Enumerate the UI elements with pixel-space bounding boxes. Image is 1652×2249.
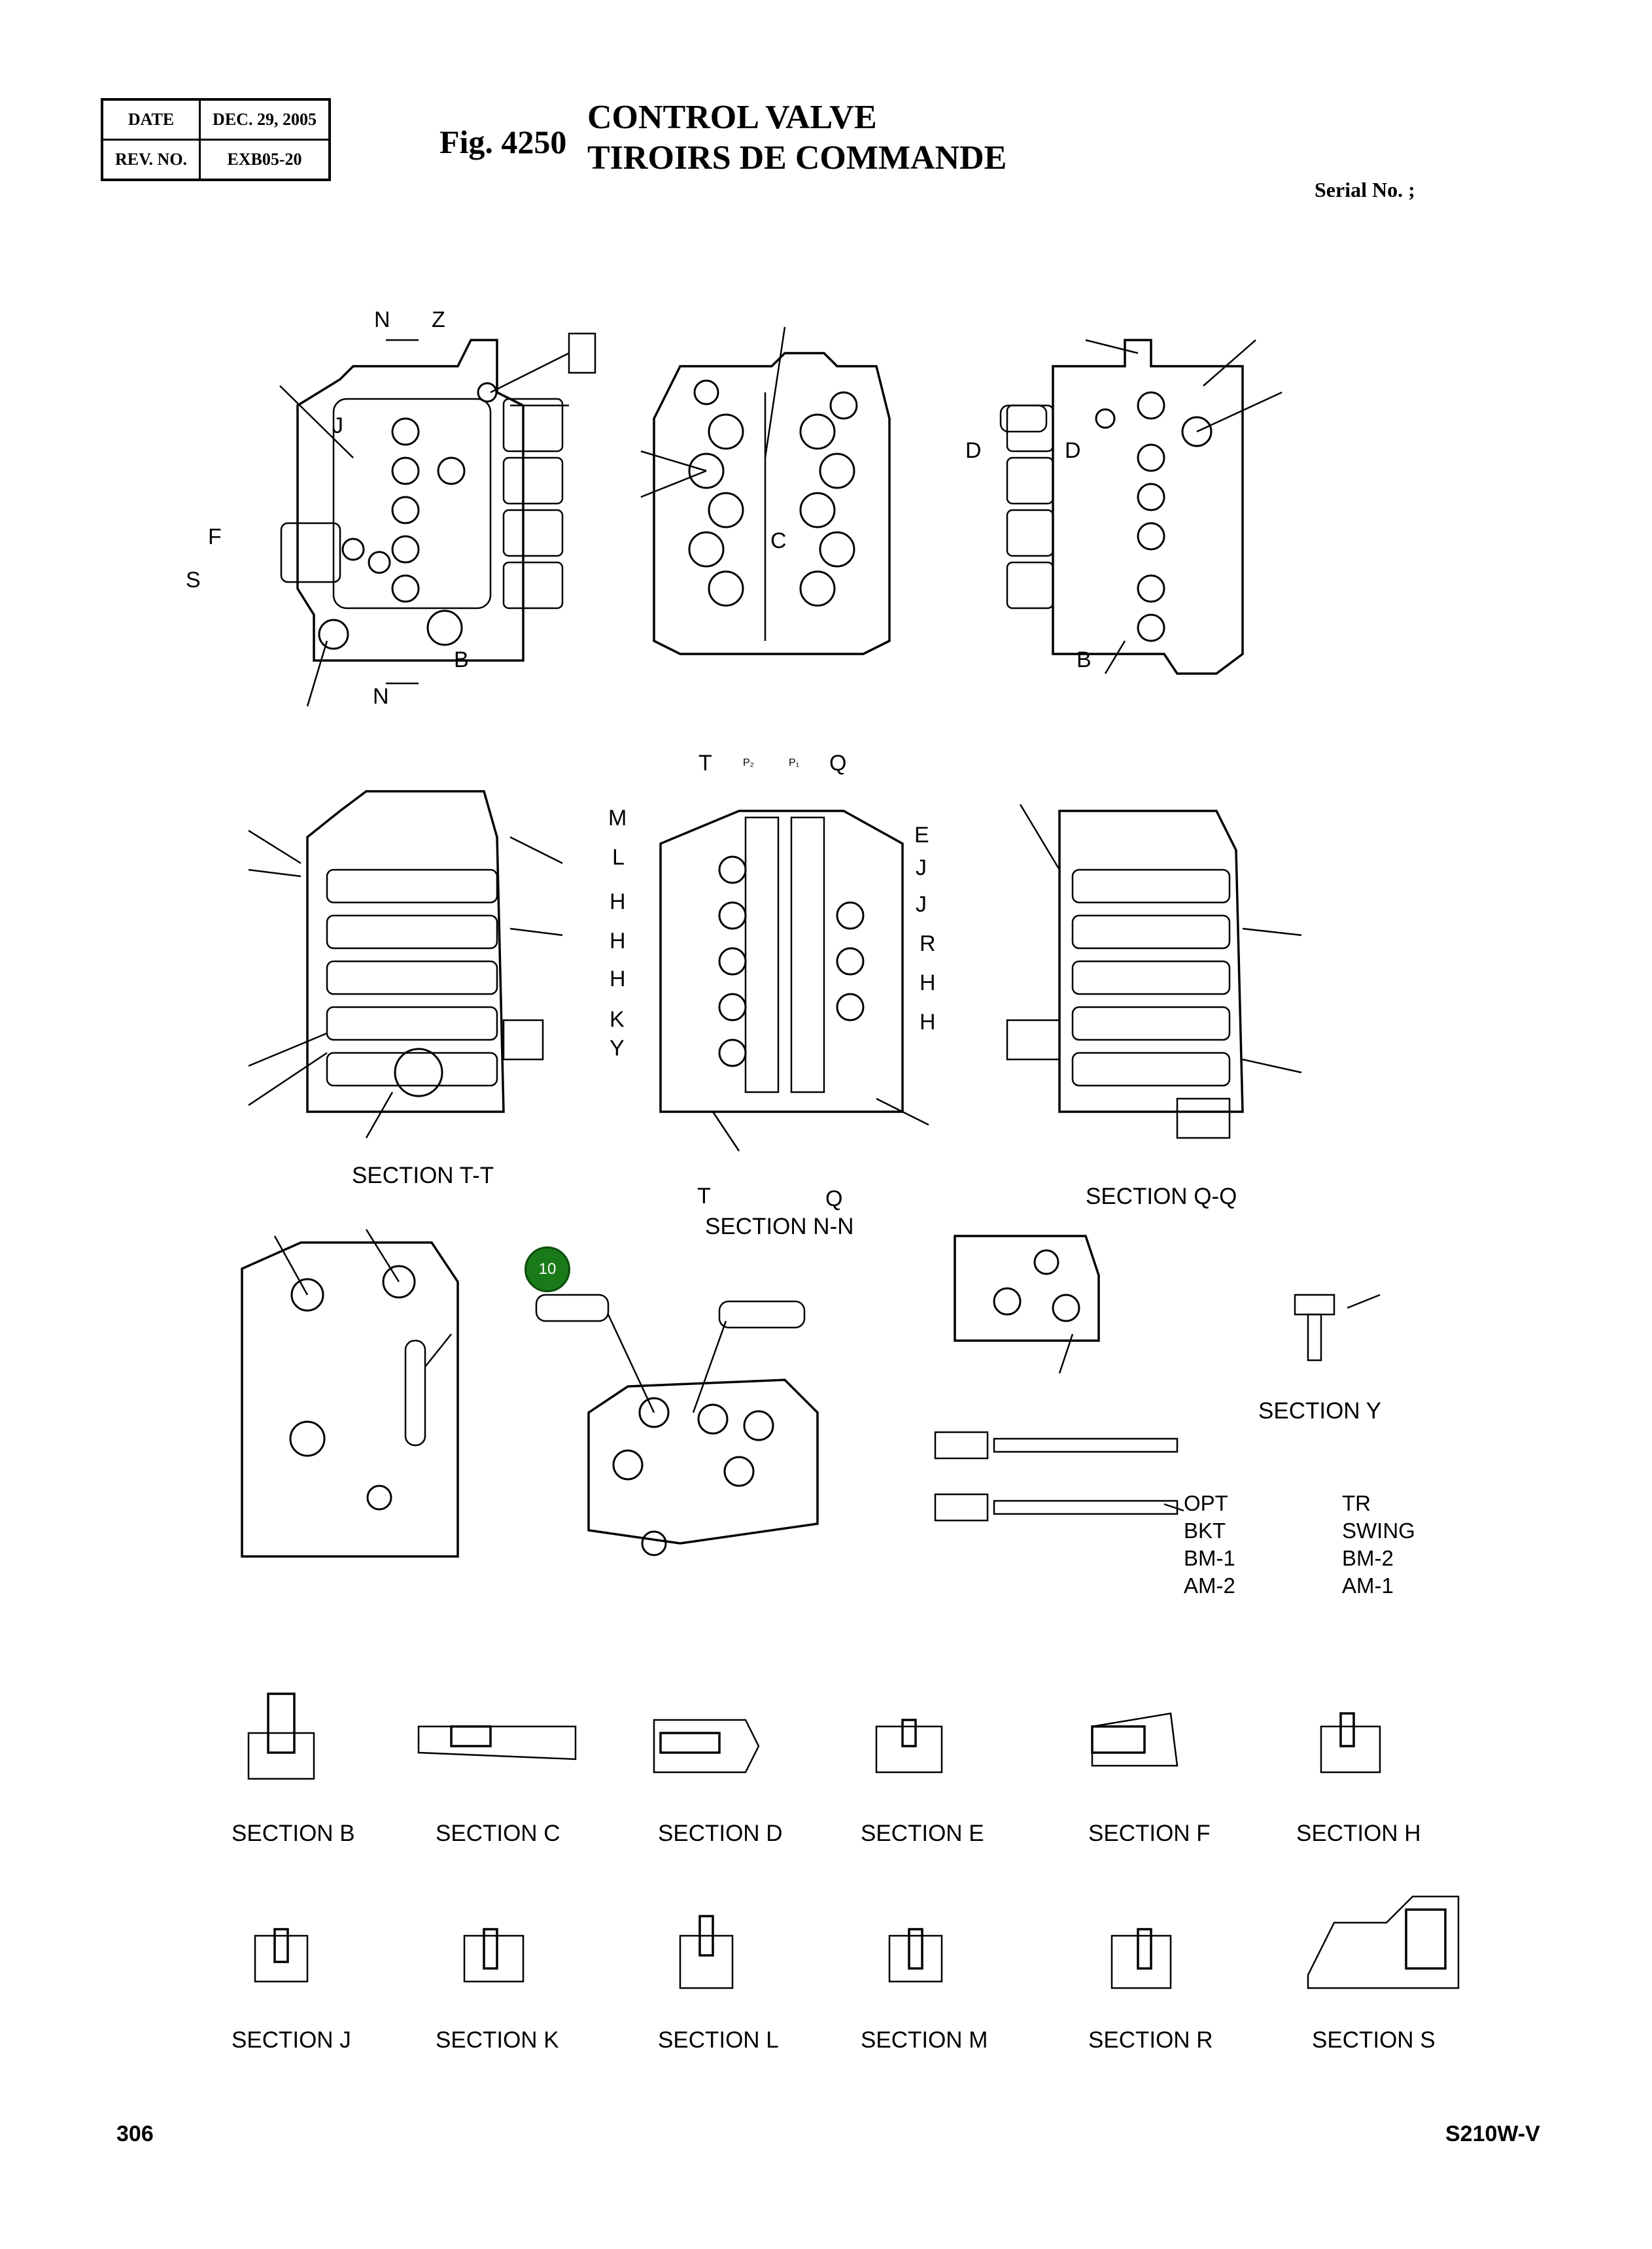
spool-drawings — [934, 1431, 1184, 1522]
small-sections-row-1 — [247, 1692, 1381, 1780]
section-title-j: SECTION J — [232, 2027, 351, 2053]
section-title-b: SECTION B — [232, 1821, 355, 1846]
view-label-c: C — [770, 528, 787, 553]
legend-item: AM-2 — [1184, 1573, 1235, 1598]
spool-legend-left: OPT BKT BM-1 AM-2 — [1184, 1490, 1235, 1600]
view-label-n-bot: N — [373, 684, 389, 709]
section-title-d: SECTION D — [658, 1821, 783, 1846]
valve-top-view-center — [640, 326, 891, 655]
section-title-tt: SECTION T-T — [352, 1163, 494, 1188]
section-qq-drawing — [1006, 804, 1302, 1139]
section-title-l: SECTION L — [658, 2027, 779, 2053]
section-title-nn: SECTION N-N — [705, 1214, 854, 1239]
view-label-b2: B — [1076, 647, 1092, 672]
section-title-h: SECTION H — [1296, 1821, 1421, 1846]
section-title-m: SECTION M — [861, 2027, 988, 2053]
page-number: 306 — [116, 2121, 154, 2146]
date-value: DEC. 29, 2005 — [199, 98, 331, 141]
view-label-j1: J — [916, 855, 927, 880]
view-label-z: Z — [432, 307, 445, 332]
rev-value: EXB05-20 — [199, 139, 331, 181]
section-title-qq: SECTION Q-Q — [1086, 1184, 1237, 1209]
valve-top-view-left — [279, 332, 596, 707]
view-label-j: J — [332, 413, 343, 438]
section-title-k: SECTION K — [436, 2027, 559, 2053]
view-label-d1: D — [965, 438, 982, 463]
section-title-r: SECTION R — [1088, 2027, 1213, 2053]
serial-number: Serial No. ; — [1315, 178, 1415, 201]
section-title-c: SECTION C — [436, 1821, 560, 1846]
rev-label: REV. NO. — [101, 139, 201, 181]
date-label: DATE — [101, 98, 201, 141]
section-y-drawing — [1294, 1294, 1381, 1362]
section-nn-drawing — [659, 810, 929, 1152]
view-label-s: S — [186, 568, 201, 592]
section-title-y: SECTION Y — [1258, 1398, 1382, 1424]
valve-isometric-view — [535, 1294, 819, 1556]
section-tt-drawing — [248, 790, 563, 1139]
legend-item: TR — [1342, 1491, 1371, 1515]
view-label-h5: H — [920, 1010, 936, 1035]
view-label-m: M — [608, 806, 627, 831]
small-sections-row-2 — [254, 1895, 1460, 1989]
figure-title-en: CONTROL VALVE — [587, 99, 877, 136]
figure-number: Fig. 4250 — [439, 124, 567, 160]
legend-item: BKT — [1184, 1519, 1226, 1543]
view-label-l: L — [612, 845, 625, 870]
view-label-y: Y — [610, 1036, 625, 1061]
legend-item: AM-1 — [1342, 1573, 1394, 1598]
view-label-h4: H — [920, 970, 936, 995]
view-label-h2: H — [610, 929, 626, 953]
legend-item: BM-1 — [1184, 1546, 1235, 1570]
view-label-t2: T — [697, 1184, 711, 1209]
legend-item: OPT — [1184, 1491, 1228, 1515]
section-title-f: SECTION F — [1088, 1821, 1211, 1846]
view-label-k: K — [610, 1007, 625, 1032]
callout-badge[interactable]: 10 — [525, 1246, 570, 1292]
legend-item: SWING — [1342, 1519, 1415, 1543]
revision-table: DATE DEC. 29, 2005 REV. NO. EXB05-20 — [101, 98, 331, 181]
view-label-p1: P₁ — [789, 757, 800, 768]
view-label-p2: P₂ — [743, 757, 754, 768]
legend-item: BM-2 — [1342, 1546, 1394, 1570]
view-label-b1: B — [454, 647, 469, 672]
figure-title-fr: TIROIRS DE COMMANDE — [587, 139, 1007, 177]
spool-legend-right: TR SWING BM-2 AM-1 — [1342, 1490, 1415, 1600]
view-label-n-top: N — [374, 307, 390, 332]
valve-detail-view — [954, 1235, 1100, 1374]
model-name: S210W-V — [1445, 2121, 1540, 2146]
section-title-e: SECTION E — [861, 1821, 984, 1846]
view-label-r: R — [920, 931, 936, 956]
view-label-q: Q — [829, 751, 847, 776]
valve-body-side-view — [241, 1229, 459, 1558]
view-label-h3: H — [610, 967, 626, 991]
view-label-q2: Q — [825, 1186, 843, 1211]
valve-top-view-right — [999, 339, 1282, 675]
view-label-f: F — [208, 524, 222, 549]
view-label-h1: H — [610, 889, 626, 914]
view-label-j2: J — [916, 892, 927, 917]
view-label-t: T — [698, 751, 712, 776]
view-label-e: E — [914, 823, 929, 848]
section-title-s: SECTION S — [1312, 2027, 1436, 2053]
view-label-d2: D — [1065, 438, 1081, 463]
